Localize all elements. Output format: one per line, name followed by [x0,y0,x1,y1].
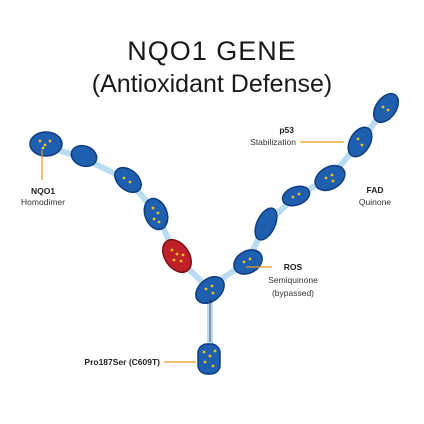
protein-segment-mutant [161,238,193,274]
label-p53: p53 [279,125,294,135]
label-bypassed: (bypassed) [271,288,315,298]
protein-segment [347,126,373,158]
protein-segment [254,207,278,241]
protein-segment [314,164,346,192]
diagram-title: NQO1 GENE [127,36,297,66]
protein-segment [143,197,169,231]
label-quinone: Quinone [358,197,392,207]
protein-segment [70,144,98,168]
label-variant: Pro187Ser (C609T) [84,357,160,367]
diagram-subtitle: (Antioxidant Defense) [91,70,333,98]
label-homodimer: Homodimer [21,197,65,207]
protein-segment [233,249,263,275]
label-stabilization: Stabilization [250,137,296,147]
protein-segment [372,92,400,124]
label-semiquinone: Semiquinone [268,275,318,285]
protein-segment [281,185,311,207]
protein-segment [114,166,142,194]
label-nqo1: NQO1 [30,186,56,196]
protein-segment [29,131,63,157]
leader-lines [41,141,344,363]
protein-segment [195,275,225,305]
protein-segment-variant [197,343,221,375]
label-ros: ROS [283,262,303,272]
label-fad: FAD [366,185,384,195]
